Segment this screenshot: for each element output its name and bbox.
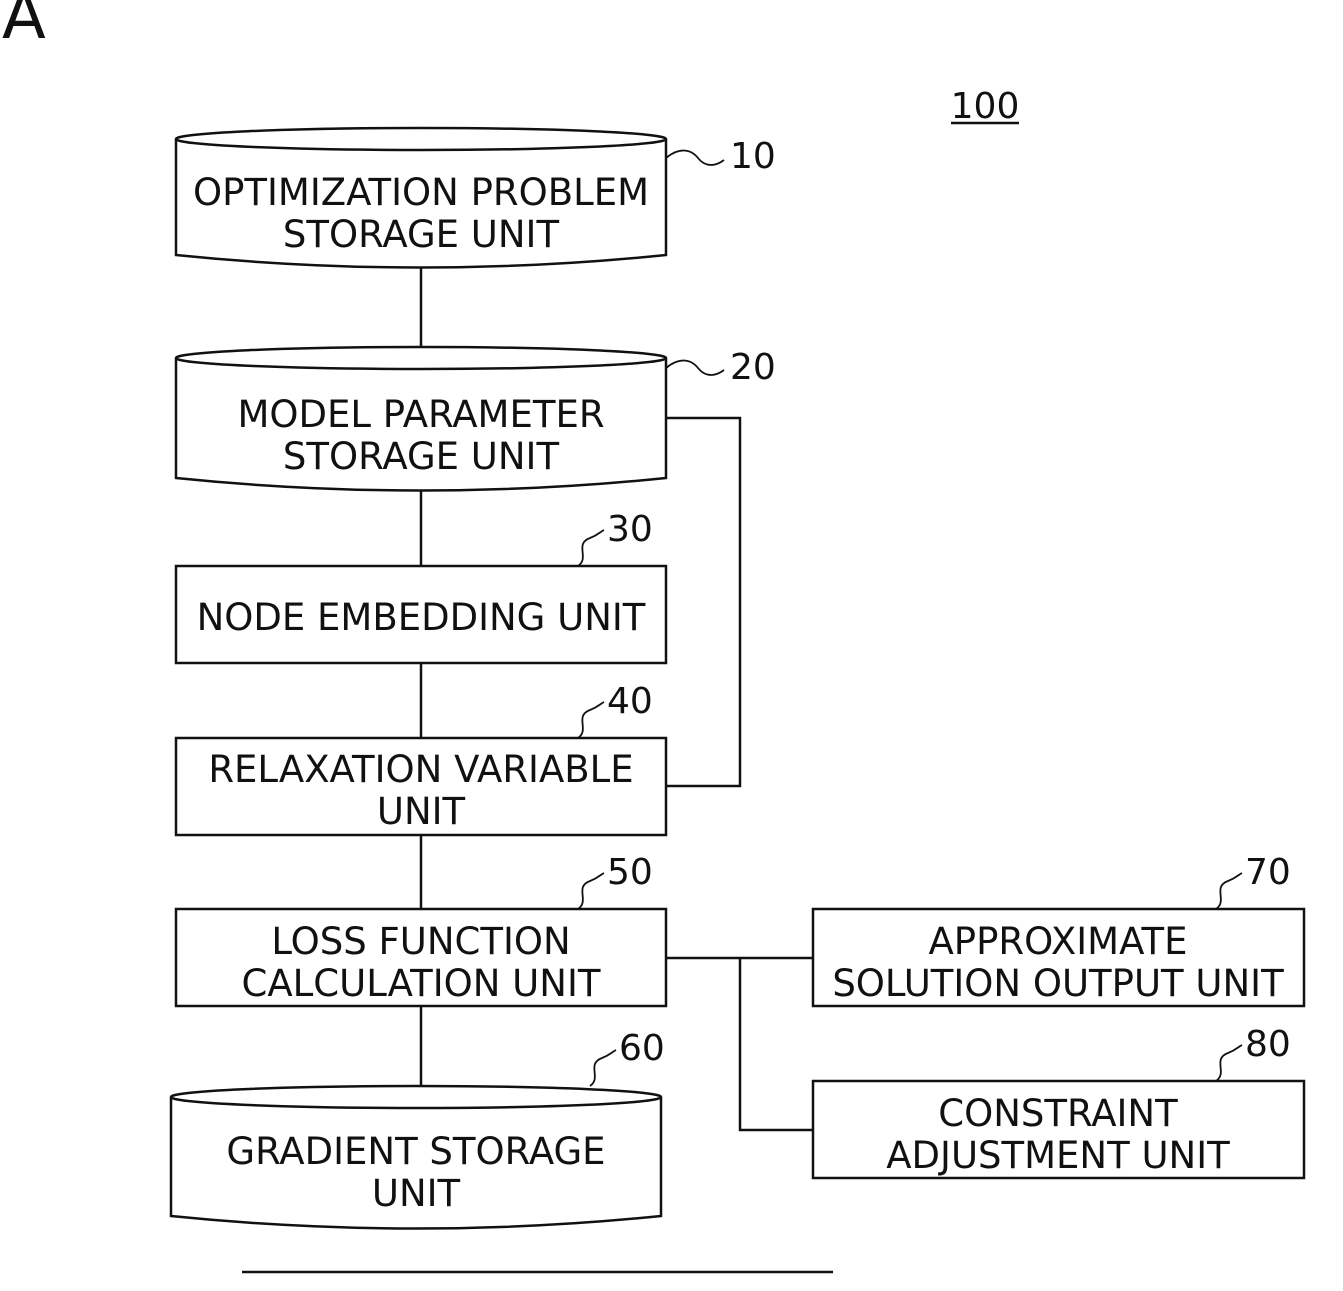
cylinder-top	[176, 347, 666, 369]
reference-lead-line	[1216, 873, 1242, 909]
unit-label-line1: OPTIMIZATION PROBLEM	[193, 171, 649, 214]
approximate-solution-output-unit: APPROXIMATE SOLUTION OUTPUT UNIT 70	[813, 852, 1304, 1006]
gradient-storage-unit: GRADIENT STORAGE UNIT 60	[171, 1028, 665, 1229]
unit-label-line1: RELAXATION VARIABLE	[208, 748, 633, 791]
unit-label-line1: LOSS FUNCTION	[271, 920, 570, 963]
reference-lead-line	[578, 530, 604, 566]
unit-label-line2: SOLUTION OUTPUT UNIT	[832, 962, 1284, 1005]
system-reference-number: 100	[951, 86, 1020, 127]
figure-corner-label: A	[2, 0, 46, 54]
connector-50-80	[740, 958, 813, 1130]
unit-label-line1: NODE EMBEDDING UNIT	[197, 596, 646, 639]
optimization-problem-storage-unit: OPTIMIZATION PROBLEM STORAGE UNIT 10	[176, 128, 776, 268]
reference-lead-line	[578, 702, 604, 738]
unit-label-line2: STORAGE UNIT	[283, 213, 560, 256]
constraint-adjustment-unit: CONSTRAINT ADJUSTMENT UNIT 80	[813, 1024, 1304, 1178]
reference-number: 50	[607, 852, 653, 893]
reference-lead-line	[666, 361, 724, 376]
reference-number: 40	[607, 681, 653, 722]
cylinder-top	[171, 1086, 661, 1108]
reference-number: 30	[607, 509, 653, 550]
unit-label-line2: UNIT	[372, 1172, 461, 1215]
reference-number: 70	[1245, 852, 1291, 893]
reference-number: 80	[1245, 1024, 1291, 1065]
unit-label-line2: STORAGE UNIT	[283, 435, 560, 478]
reference-lead-line	[666, 151, 724, 166]
unit-label-line1: CONSTRAINT	[938, 1092, 1178, 1135]
reference-lead-line	[578, 873, 604, 909]
unit-label-line1: APPROXIMATE	[929, 920, 1188, 963]
reference-lead-line	[1216, 1045, 1242, 1081]
unit-label-line2: ADJUSTMENT UNIT	[886, 1134, 1230, 1177]
reference-number: 20	[730, 347, 776, 388]
cylinder-top	[176, 128, 666, 150]
reference-number: 10	[730, 136, 776, 177]
unit-label-line1: GRADIENT STORAGE	[226, 1130, 605, 1173]
reference-number: 60	[619, 1028, 665, 1069]
unit-label-line2: CALCULATION UNIT	[242, 962, 601, 1005]
connector-20-40-bypass	[666, 418, 740, 786]
unit-label-line1: MODEL PARAMETER	[237, 393, 604, 436]
unit-label-line2: UNIT	[377, 790, 466, 833]
reference-lead-line	[590, 1050, 616, 1086]
